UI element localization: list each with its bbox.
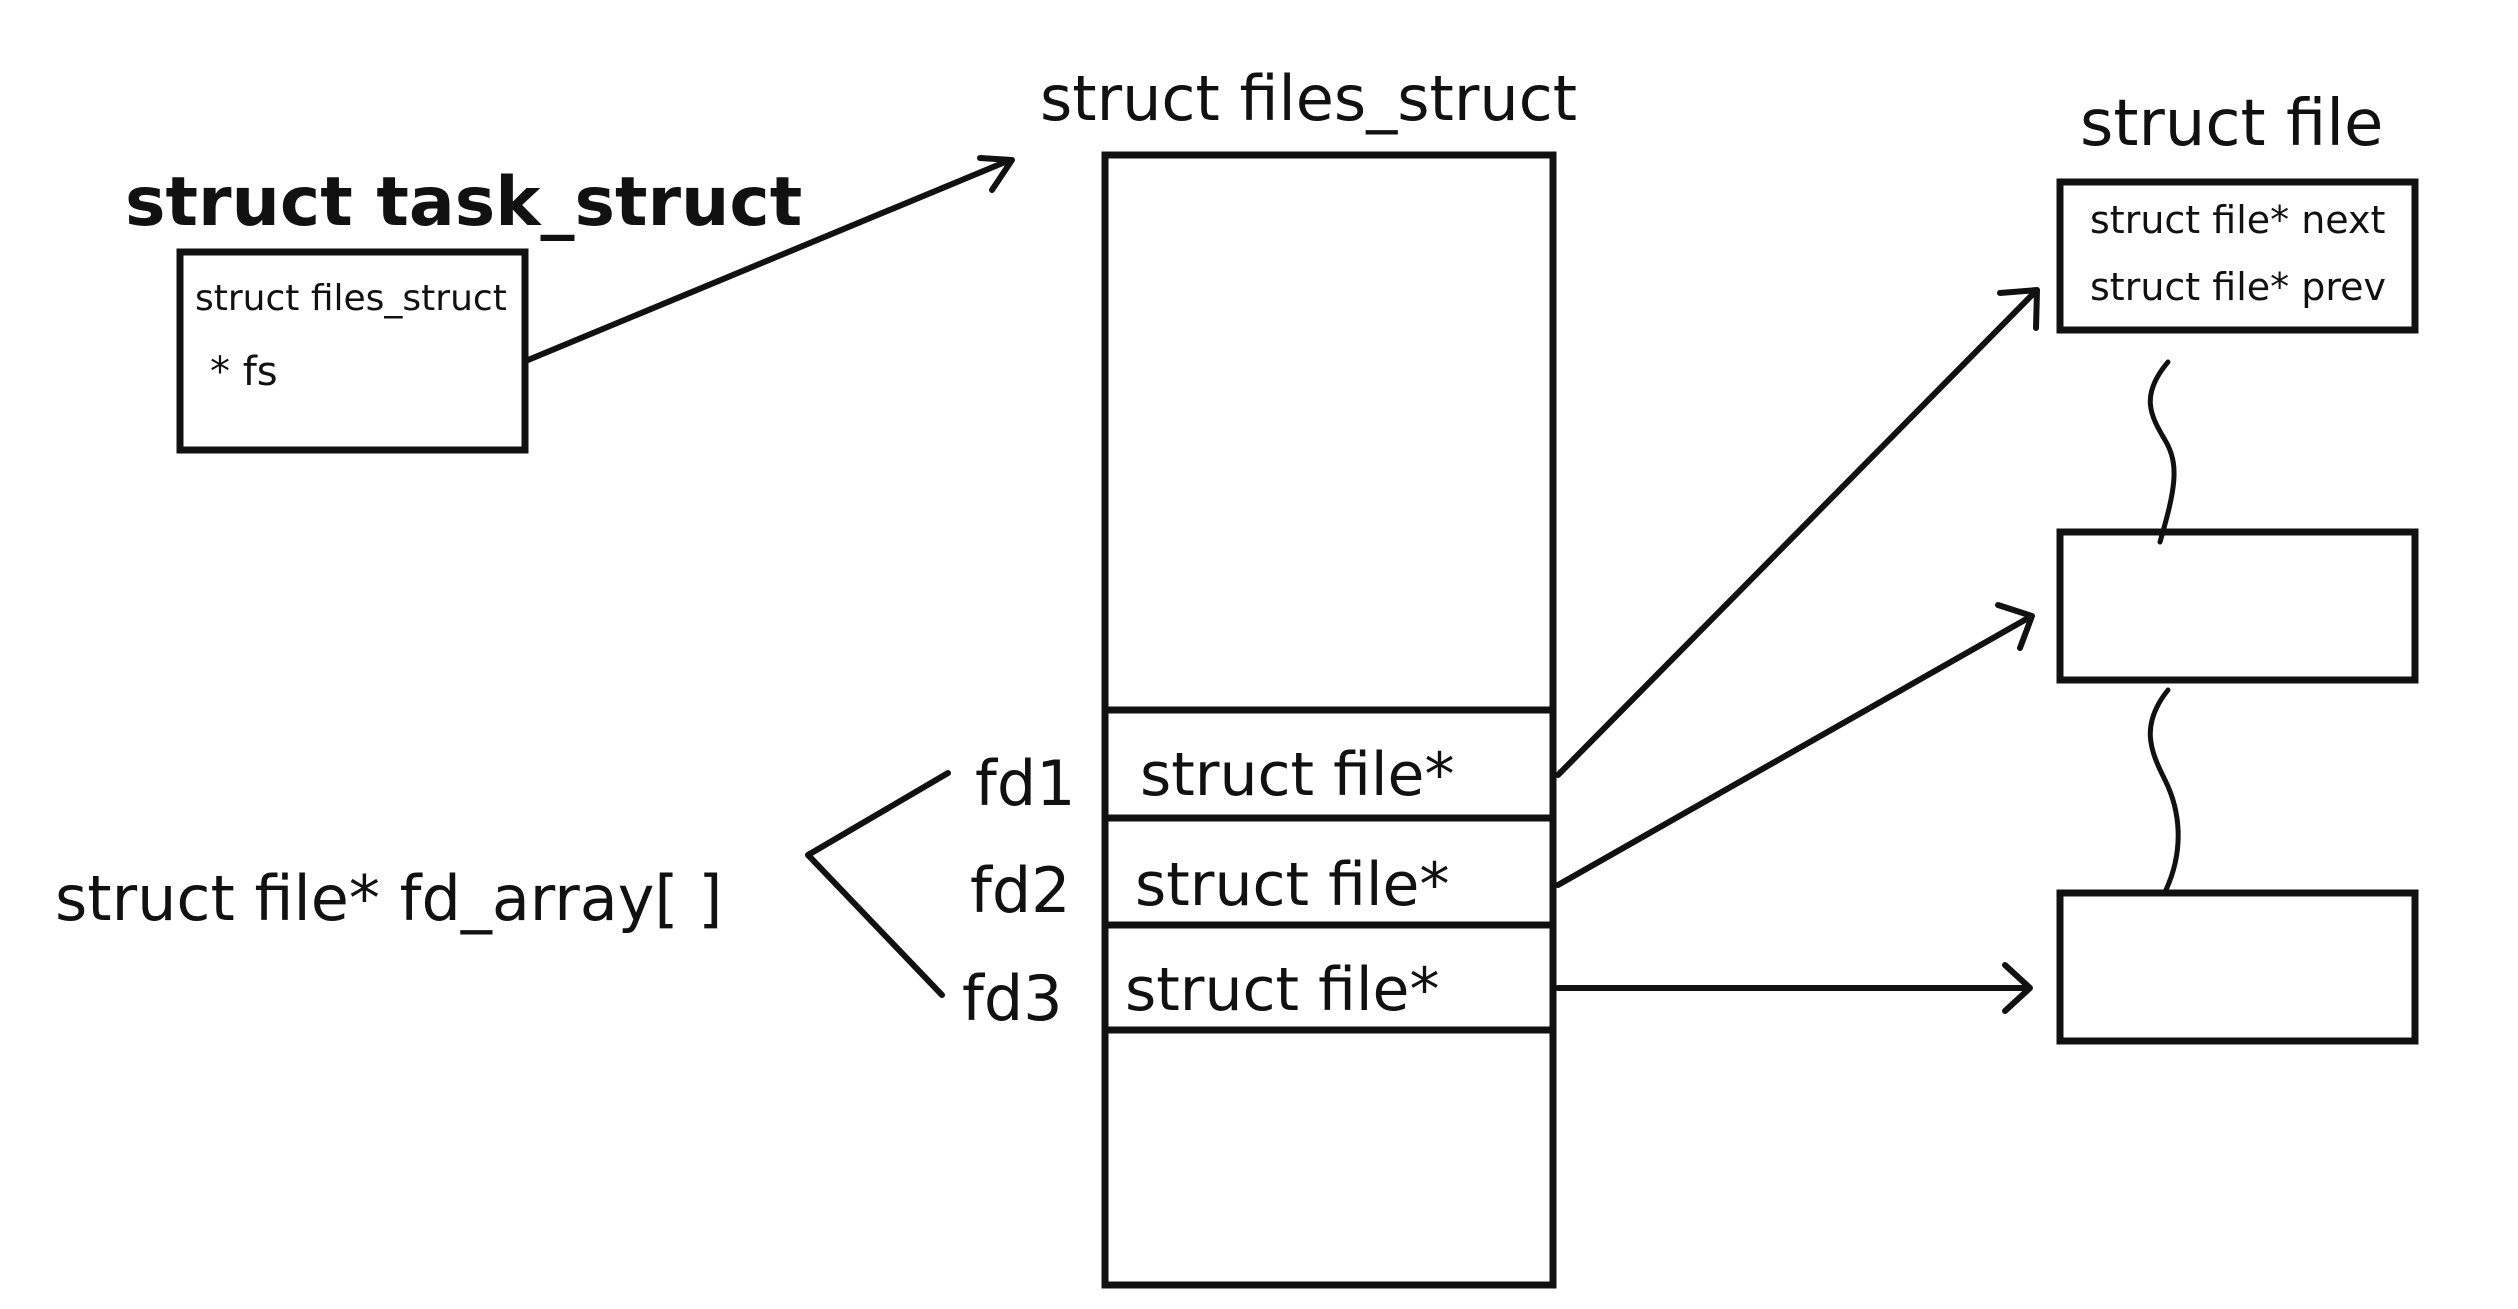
arrowhead-task-to-files-struct (977, 155, 1015, 193)
list-link-squiggle-1 (2147, 359, 2177, 545)
list-link-squiggle-2 (2147, 687, 2181, 895)
arrow-task-to-files-struct (525, 157, 1013, 363)
file-title: struct file (2080, 87, 2383, 161)
fd-array-label: struct file* fd_array[ ] (55, 862, 722, 935)
files-struct-box (1101, 151, 1557, 1289)
fd-array-bracket (805, 770, 951, 998)
file-box-3 (2056, 889, 2419, 1045)
fd-slot-1-label: struct file* (1140, 740, 1454, 810)
file-box-1 (2056, 178, 2419, 334)
files-struct-title: struct files_struct (1040, 62, 1577, 135)
file-field-next: struct file* next (2090, 198, 2385, 242)
arrow-fd2-to-file-2 (1555, 614, 2033, 888)
file-box-2 (2056, 528, 2419, 684)
arrowhead-fd1-to-file-1 (1997, 287, 2040, 331)
task-struct-field-line1: struct files_struct (195, 278, 507, 319)
task-struct-box (176, 248, 529, 454)
fd-slot-3-label: struct file* (1125, 955, 1439, 1025)
arrow-fd1-to-file-1 (1555, 289, 2038, 778)
arrowhead-fd2-to-file-2 (1995, 602, 2035, 651)
fd-label-3: fd3 (962, 962, 1063, 1035)
task-struct-field-line2: * fs (210, 349, 278, 395)
task-struct-title: struct task_struct (125, 163, 802, 242)
fd-label-1: fd1 (975, 747, 1076, 820)
fd-slot-2-label: struct file* (1135, 850, 1449, 920)
fd-label-2: fd2 (970, 854, 1071, 927)
file-field-prev: struct file* prev (2090, 265, 2386, 309)
arrowhead-fd3-to-file-3 (2002, 962, 2033, 1014)
